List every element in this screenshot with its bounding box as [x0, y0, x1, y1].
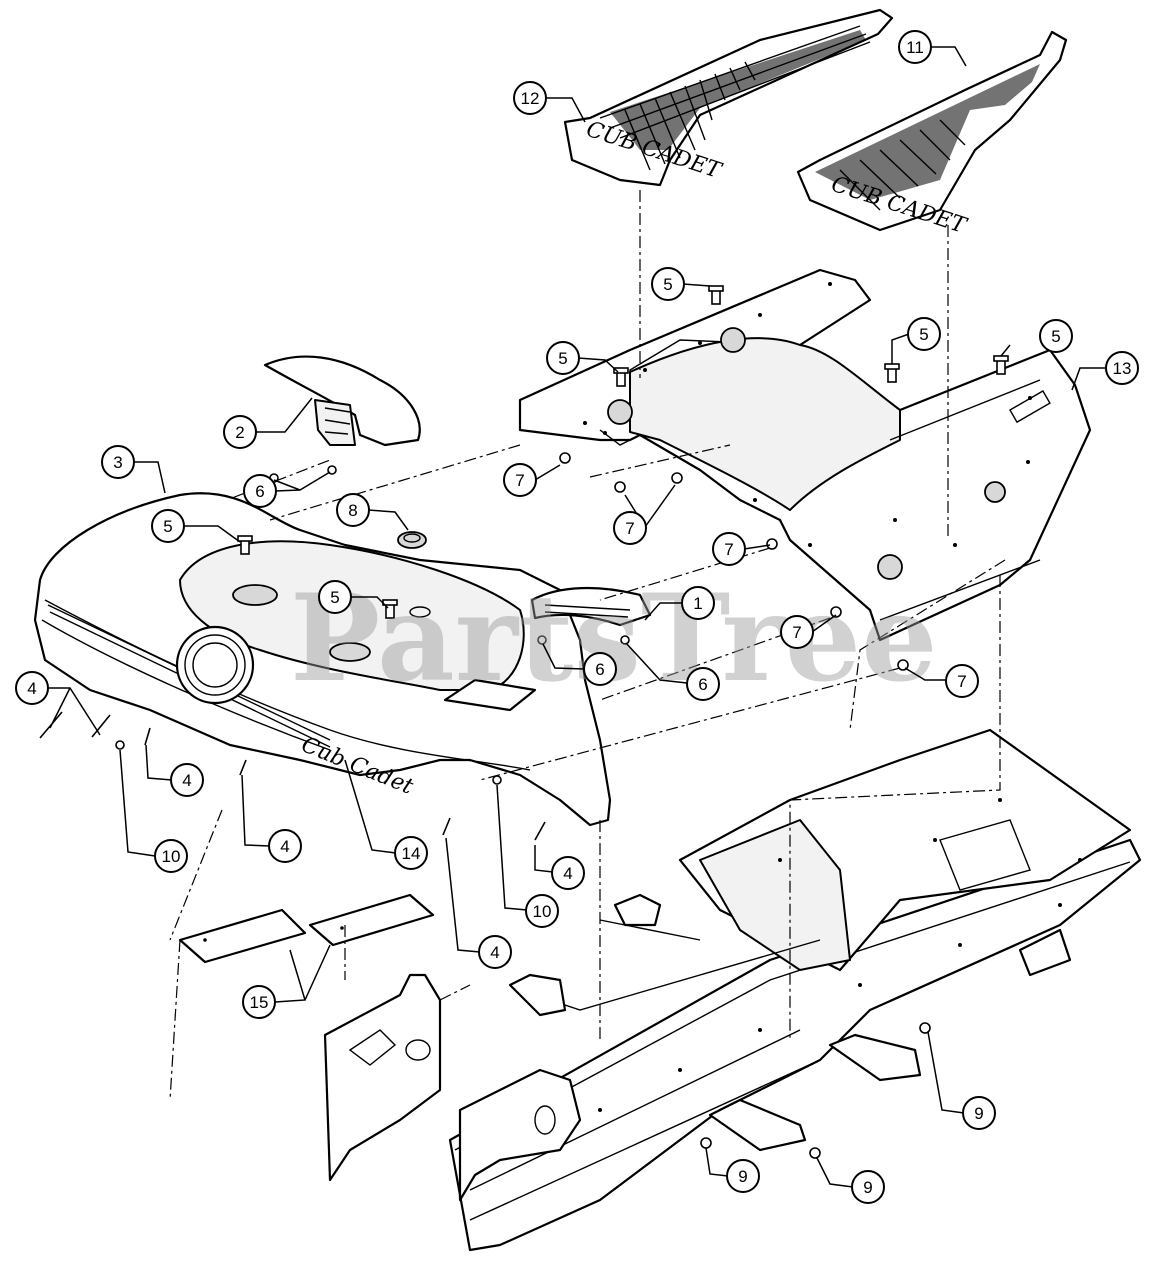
callout-7-e[interactable]: 7: [904, 664, 979, 698]
callout-4-e[interactable]: 4: [445, 837, 512, 969]
fuel-cap[interactable]: [397, 531, 427, 549]
callout-5-b[interactable]: 5: [546, 341, 619, 375]
hood-panels[interactable]: [178, 893, 435, 964]
assembly-lines: [169, 190, 1006, 1101]
svg-text:5: 5: [1051, 327, 1060, 346]
callout-4-b[interactable]: 4: [145, 744, 204, 797]
callout-7-c[interactable]: 7: [712, 532, 771, 566]
svg-text:7: 7: [792, 623, 801, 642]
nut-icon: [700, 1022, 931, 1159]
screw-icon: [708, 285, 724, 305]
callout-4-d[interactable]: 4: [534, 845, 585, 890]
callout-1[interactable]: 1: [644, 586, 715, 621]
svg-text:5: 5: [919, 325, 928, 344]
callout-10-b[interactable]: 10: [496, 784, 559, 928]
callout-5-e[interactable]: 5: [151, 509, 241, 543]
callout-11[interactable]: 11: [898, 30, 967, 67]
screw-icon: [237, 535, 253, 555]
mat-ribs-right: [815, 64, 1040, 211]
svg-text:4: 4: [490, 943, 499, 962]
callout-15[interactable]: 15: [242, 944, 331, 1019]
svg-text:13: 13: [1113, 359, 1132, 378]
callout-8[interactable]: 8: [336, 493, 409, 531]
callout-5-f[interactable]: 5: [318, 580, 389, 614]
screw-icon: [613, 367, 629, 387]
svg-text:7: 7: [625, 519, 634, 538]
svg-text:4: 4: [27, 679, 36, 698]
callout-7-d[interactable]: 7: [780, 614, 837, 649]
callout-10-a[interactable]: 10: [119, 749, 188, 873]
callouts: 12 11 5 5 5 5 13 2: [15, 30, 1139, 1204]
hardware: [39, 285, 1009, 1159]
callout-5-a[interactable]: 5: [651, 267, 711, 301]
svg-text:15: 15: [250, 993, 269, 1012]
svg-text:1: 1: [693, 594, 702, 613]
callout-6-a[interactable]: 6: [243, 471, 331, 508]
svg-text:5: 5: [558, 349, 567, 368]
side-panel[interactable]: [323, 973, 442, 1182]
svg-text:6: 6: [698, 675, 707, 694]
svg-text:7: 7: [957, 672, 966, 691]
svg-text:9: 9: [974, 1104, 983, 1123]
svg-text:7: 7: [515, 471, 524, 490]
callout-13[interactable]: 13: [1071, 351, 1139, 391]
callout-5-c[interactable]: 5: [891, 317, 941, 364]
callout-9-a[interactable]: 9: [927, 1031, 996, 1130]
svg-text:7: 7: [724, 540, 733, 559]
frame-holes: [598, 798, 1082, 1112]
callout-4-c[interactable]: 4: [241, 774, 302, 863]
svg-text:10: 10: [162, 847, 181, 866]
callout-3[interactable]: 3: [101, 445, 166, 494]
watermark: PartsTree: [290, 568, 937, 709]
svg-text:6: 6: [595, 660, 604, 679]
mat-ribs-left: [610, 30, 866, 171]
callout-9-c[interactable]: 9: [816, 1157, 885, 1204]
svg-text:3: 3: [113, 453, 122, 472]
callout-5-d[interactable]: 5: [1000, 319, 1073, 357]
svg-text:4: 4: [182, 771, 191, 790]
callout-7-a[interactable]: 7: [503, 463, 561, 497]
svg-text:5: 5: [163, 517, 172, 536]
callout-14[interactable]: 14: [344, 759, 428, 870]
svg-text:12: 12: [521, 89, 540, 108]
callout-6-c[interactable]: 6: [625, 642, 720, 701]
callout-9-b[interactable]: 9: [705, 1147, 760, 1193]
svg-text:10: 10: [533, 902, 552, 921]
callout-6-b[interactable]: 6: [542, 643, 617, 686]
svg-text:8: 8: [348, 501, 357, 520]
svg-text:5: 5: [663, 275, 672, 294]
screw-icon: [884, 363, 900, 383]
callout-2[interactable]: 2: [223, 397, 313, 449]
svg-text:14: 14: [402, 844, 421, 863]
svg-text:6: 6: [255, 482, 264, 501]
svg-text:2: 2: [235, 423, 244, 442]
callout-4-a[interactable]: 4: [15, 671, 101, 736]
callout-12[interactable]: 12: [513, 81, 586, 123]
chassis-frame[interactable]: [448, 728, 1142, 1252]
callout-7-b[interactable]: 7: [613, 484, 676, 545]
running-board[interactable]: [518, 268, 1092, 642]
hood-body[interactable]: Cub Cadet: [33, 492, 612, 827]
svg-text:4: 4: [563, 864, 572, 883]
svg-text:9: 9: [738, 1167, 747, 1186]
svg-text:5: 5: [330, 588, 339, 607]
svg-text:9: 9: [863, 1178, 872, 1197]
svg-text:11: 11: [906, 38, 924, 57]
svg-text:4: 4: [280, 837, 289, 856]
shield-cover[interactable]: [263, 355, 421, 447]
foot-mat-right[interactable]: CUB CADET: [796, 30, 1068, 240]
